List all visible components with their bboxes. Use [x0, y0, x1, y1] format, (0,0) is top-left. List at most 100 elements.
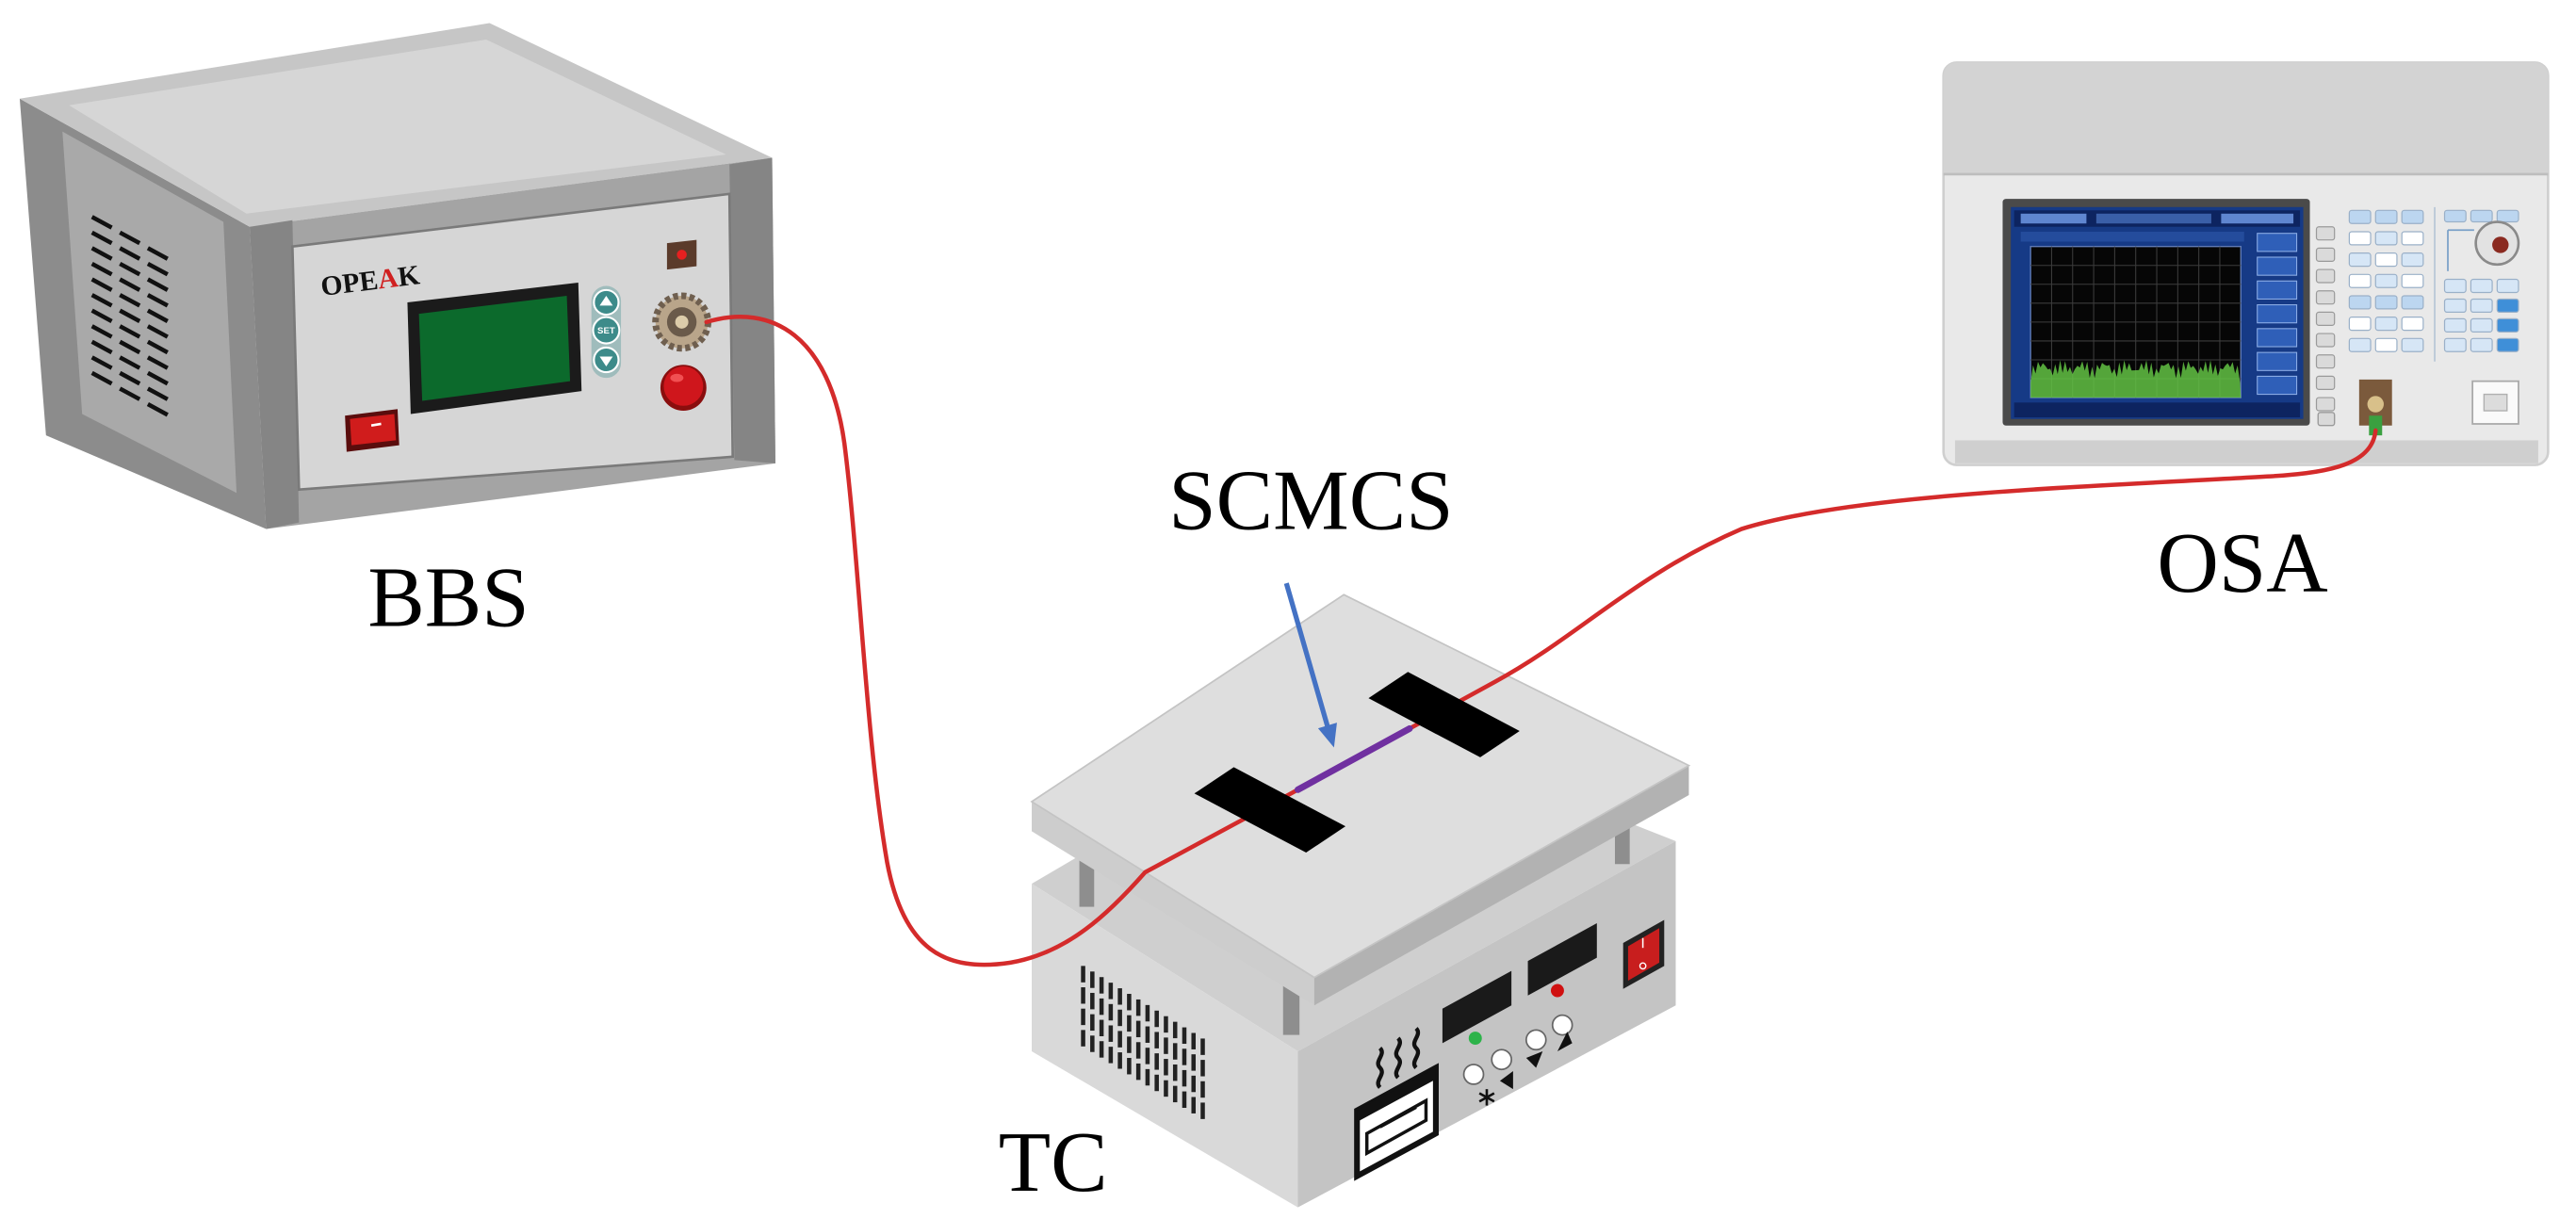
osa-top-band-fill: [1943, 148, 2549, 174]
osa-key: [2401, 295, 2424, 310]
osa-key: [2470, 298, 2493, 314]
vent-slit: [146, 370, 169, 386]
label-scmcs: SCMCS: [1168, 453, 1453, 548]
osa-key: [2470, 209, 2493, 223]
vent-slit: [146, 339, 169, 355]
brand-text-part2: K: [396, 260, 421, 293]
vent-slit: [1090, 971, 1095, 988]
vent-slit: [1081, 966, 1085, 983]
osa-key: [2348, 209, 2372, 224]
status-indicator: [666, 239, 697, 270]
vent-slit: [1164, 1016, 1168, 1033]
osa-key: [2470, 317, 2493, 333]
vent-slit: [1127, 1015, 1132, 1032]
osa-key: [2401, 273, 2424, 288]
triangle-down-icon: [1525, 1051, 1543, 1068]
vent-slit: [146, 308, 169, 323]
osa-info-bar: [2020, 231, 2244, 242]
osa-key: [2496, 337, 2519, 352]
vent-slit: [1108, 983, 1114, 1000]
vent-slit: [1081, 987, 1085, 1004]
osa-spectrum-trace: [2030, 360, 2242, 398]
arrow-shaft: [1283, 582, 1330, 727]
nav-buttons: SET: [591, 285, 622, 379]
vent-slit: [1117, 1009, 1122, 1027]
osa-menu-item: [2257, 280, 2298, 300]
vent-slit: [1090, 1035, 1095, 1052]
vent-slit: [1172, 1043, 1178, 1060]
vent-slit: [90, 246, 113, 261]
osa-key: [2443, 317, 2467, 333]
vent-slit: [1164, 1080, 1168, 1097]
fiber-clamp-left: [1194, 767, 1346, 853]
osa-key: [2348, 337, 2372, 352]
osa-key: [2374, 295, 2398, 310]
arrow-head: [1317, 723, 1337, 748]
fiber-clamp-right: [1368, 672, 1520, 757]
vent-slit: [119, 261, 141, 277]
vent-slit: [90, 261, 113, 277]
vent-slit: [1099, 1019, 1104, 1036]
osa-key: [2348, 317, 2372, 332]
osa-key: [2401, 317, 2424, 332]
vent-slit: [90, 355, 113, 370]
indicator-led: [677, 250, 687, 260]
vent-slit: [1200, 1081, 1205, 1098]
osa-key: [2496, 298, 2519, 314]
tc-button: [1551, 1014, 1573, 1036]
osa-menu-item: [2257, 233, 2298, 252]
vent-slit: [119, 355, 141, 370]
set-button: [592, 316, 621, 345]
osa-softkey: [2315, 268, 2336, 284]
vent-slit: [1117, 1031, 1122, 1048]
bbs-brand-logo: OPEAK: [319, 260, 421, 302]
vent-slit: [119, 370, 141, 386]
osa-key: [2401, 209, 2424, 224]
vent-slit: [1200, 1038, 1205, 1055]
osa-key: [2374, 273, 2398, 288]
osa-key: [2348, 273, 2372, 288]
vent-slit: [1135, 1063, 1141, 1081]
osa-key: [2443, 298, 2467, 314]
bbs-front-frame-left: [250, 219, 300, 529]
vent-slit: [119, 324, 141, 339]
tc-plate-left-edge: [1031, 802, 1314, 1006]
vent-slit: [1182, 1091, 1187, 1109]
osa-softkey: [2315, 333, 2336, 348]
red-button-highlight: [670, 373, 684, 382]
vent-slit: [1081, 1030, 1085, 1047]
vent-slit: [1182, 1069, 1187, 1087]
vent-slit: [1127, 1058, 1132, 1075]
heater-icon: [1354, 1027, 1439, 1181]
vent-slit: [1164, 1037, 1168, 1054]
tc-vent-grille: [1081, 966, 1205, 1119]
vent-slit: [1090, 1014, 1095, 1032]
osa-key: [2470, 278, 2493, 294]
lcd-screen: [418, 295, 571, 401]
steam-icon: [1394, 1036, 1402, 1080]
osa-softkey: [2315, 375, 2336, 390]
optical-fiber: [704, 315, 2378, 967]
vent-slit: [90, 324, 113, 339]
label-osa: OSA: [2157, 515, 2327, 610]
tc-button: [1491, 1048, 1513, 1071]
osa-bottom-bar: [2014, 402, 2301, 417]
vent-slit: [146, 355, 169, 370]
vent-slit: [1108, 1047, 1114, 1064]
set-button-label: SET: [597, 326, 615, 336]
osa-key: [2401, 231, 2424, 246]
osa-softkey: [2315, 397, 2336, 412]
connector-ferrule: [675, 315, 689, 329]
fc-output-connector: [652, 292, 711, 352]
osa-key: [2496, 278, 2519, 294]
osa-menu-item: [2257, 256, 2298, 276]
osa-connector-port: [2367, 396, 2384, 413]
tc-switch-mark: [1639, 962, 1647, 970]
vent-slit: [1127, 994, 1132, 1011]
osa-key: [2443, 337, 2467, 352]
osa-key: [2374, 231, 2398, 246]
osa-connector-boot: [2369, 415, 2383, 436]
vent-slit: [146, 246, 169, 261]
osa-screen-menu: [2257, 233, 2298, 396]
